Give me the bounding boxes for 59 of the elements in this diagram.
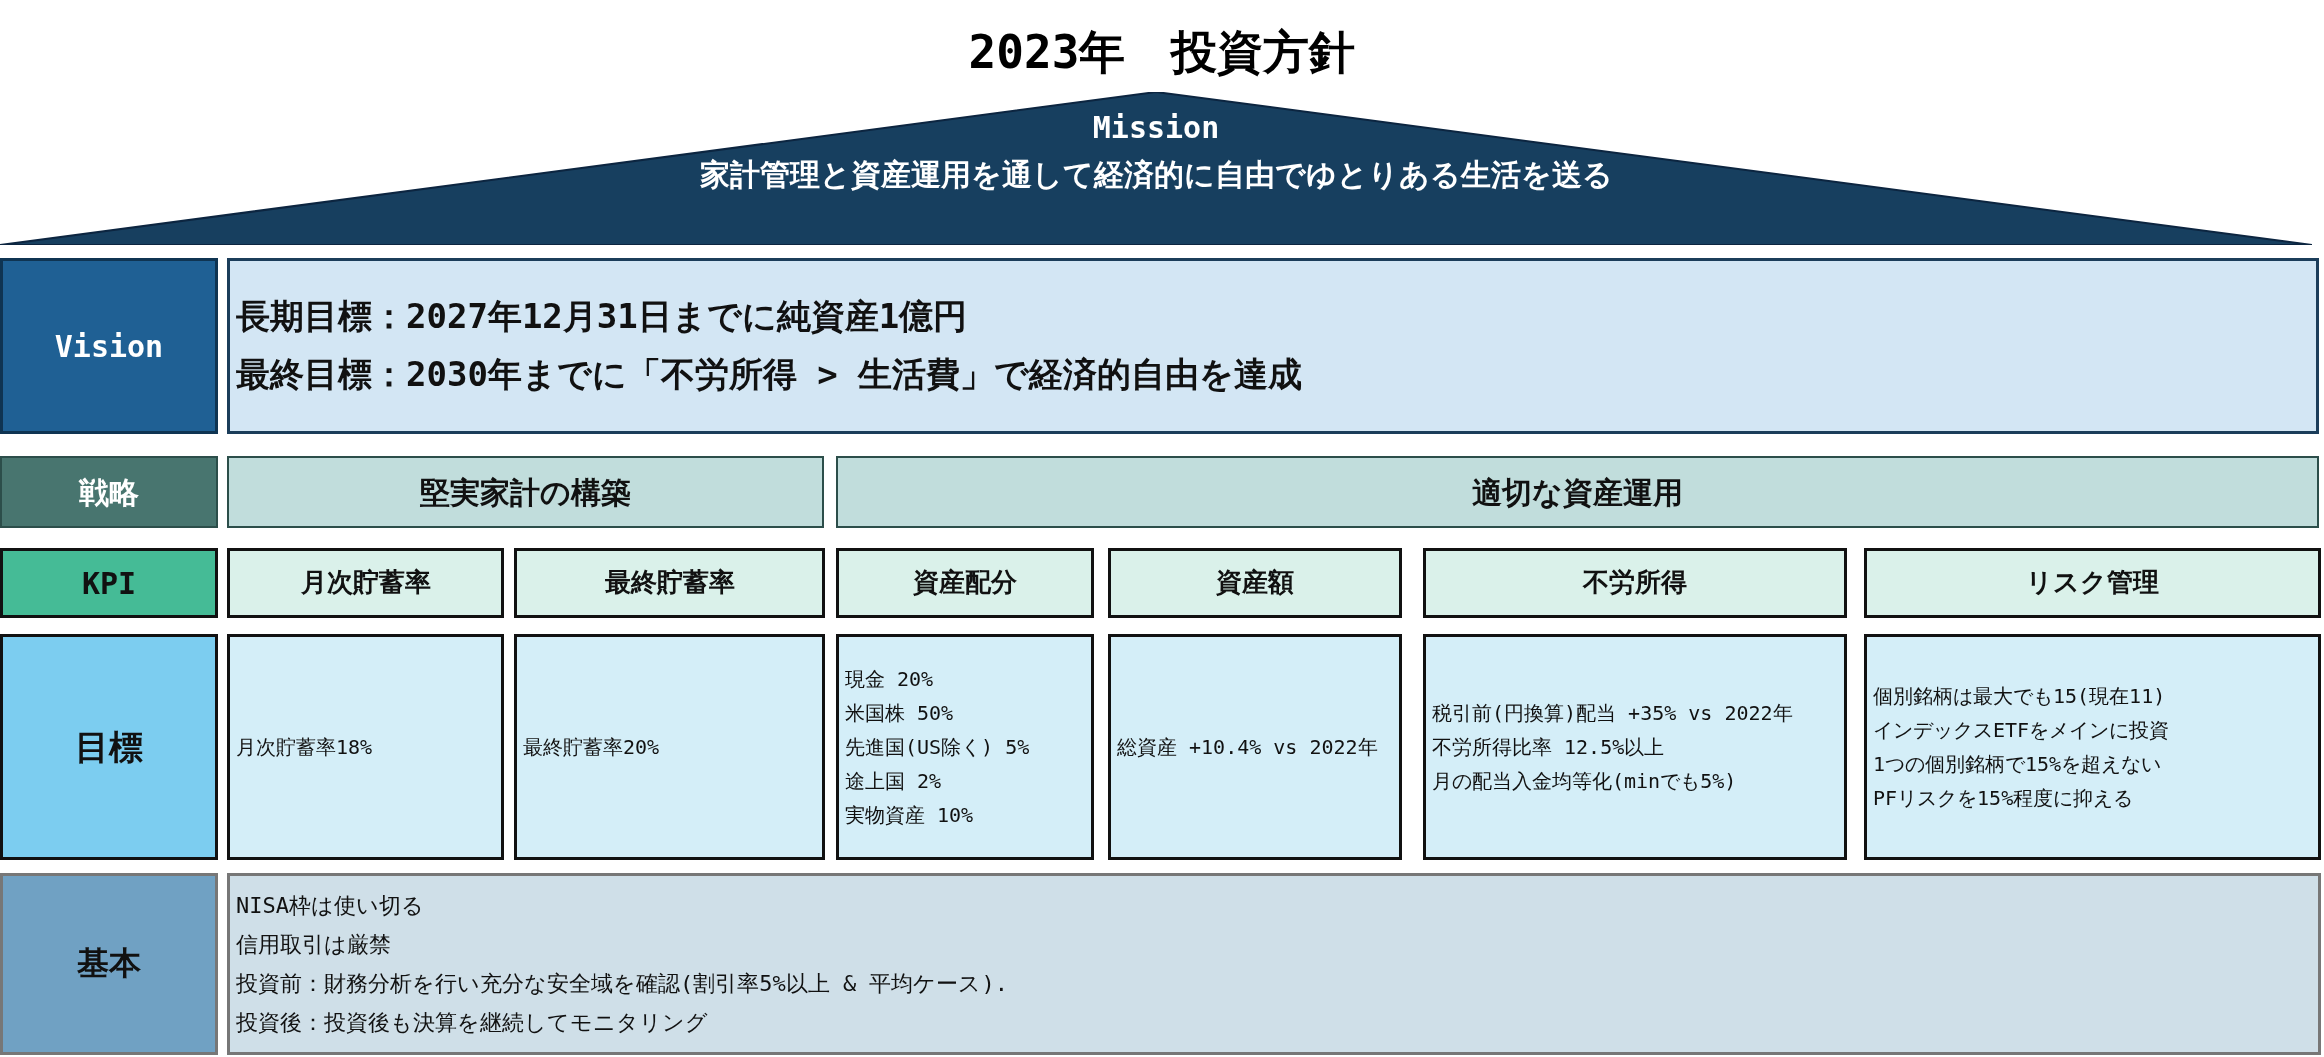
cell-text: 個別銘柄は最大でも15(現在11) bbox=[1873, 683, 2166, 710]
target-cell bbox=[836, 634, 1094, 860]
cell-text: 総資産 +10.4% vs 2022年 bbox=[1117, 734, 1378, 761]
cell-text: NISA枠は使い切る bbox=[236, 891, 424, 920]
cell-text: 最終目標：2030年までに「不労所得 > 生活費」で経済的自由を達成 bbox=[236, 353, 1303, 396]
cell-text: 月次貯蓄率18% bbox=[236, 734, 373, 761]
strategy-cell bbox=[227, 456, 824, 528]
cell-text: 信用取引は厳禁 bbox=[236, 930, 391, 959]
kpi-cell bbox=[227, 548, 504, 618]
cell-text: インデックスETFをメインに投資 bbox=[1873, 717, 2170, 744]
cell-heading: 目標 bbox=[75, 725, 143, 769]
cell-heading: 適切な資産運用 bbox=[1472, 473, 1683, 512]
cell-heading: KPI bbox=[81, 564, 137, 603]
cell-heading: 不労所得 bbox=[1583, 566, 1687, 600]
mission-text: 家計管理と資産運用を通して経済的に自由でゆとりある生活を送る bbox=[699, 156, 1613, 194]
cell-text: PFリスクを15%程度に抑える bbox=[1873, 785, 2134, 812]
cell-heading: Vision bbox=[54, 327, 164, 366]
cell-heading: 戦略 bbox=[79, 473, 139, 512]
row-header bbox=[0, 258, 218, 434]
vision-panel bbox=[227, 258, 2319, 434]
row-header bbox=[0, 456, 218, 528]
cell-heading: 最終貯蓄率 bbox=[604, 566, 735, 600]
cell-heading: 堅実家計の構築 bbox=[420, 473, 631, 512]
cell-text: 税引前(円換算)配当 +35% vs 2022年 bbox=[1432, 700, 1793, 727]
row-header bbox=[0, 873, 218, 1055]
cell-text: 不労所得比率 12.5%以上 bbox=[1432, 734, 1665, 761]
cell-text: 現金 20% bbox=[845, 666, 934, 693]
cell-text: 1つの個別銘柄で15%を超えない bbox=[1873, 751, 2162, 778]
cell-text: 投資前：財務分析を行い充分な安全域を確認(割引率5%以上 & 平均ケース). bbox=[236, 970, 1008, 998]
row-header bbox=[0, 548, 218, 618]
cell-text: 実物資産 10% bbox=[845, 802, 974, 829]
cell-text: 先進国(US除く) 5% bbox=[845, 734, 1030, 761]
target-cell bbox=[1864, 634, 2321, 860]
mission-text: Mission bbox=[1092, 109, 1220, 147]
basics-panel bbox=[227, 873, 2321, 1055]
row-header bbox=[0, 634, 218, 860]
cell-text: 最終貯蓄率20% bbox=[523, 734, 660, 761]
kpi-cell bbox=[836, 548, 1094, 618]
cell-heading: リスク管理 bbox=[2026, 566, 2159, 600]
kpi-cell bbox=[1108, 548, 1402, 618]
cell-text: 長期目標：2027年12月31日までに純資産1億円 bbox=[236, 295, 968, 339]
mission-roof bbox=[0, 92, 2312, 245]
target-cell bbox=[1108, 634, 1402, 860]
cell-text: 米国株 50% bbox=[845, 700, 954, 727]
target-cell bbox=[514, 634, 825, 860]
cell-text: 途上国 2% bbox=[845, 768, 942, 795]
cell-heading: 資産額 bbox=[1216, 566, 1294, 600]
kpi-cell bbox=[1864, 548, 2321, 618]
cell-text: 月の配当入金均等化(minでも5%) bbox=[1432, 768, 1737, 795]
target-cell bbox=[1423, 634, 1847, 860]
cell-heading: 資産配分 bbox=[913, 566, 1017, 600]
strategy-cell bbox=[836, 456, 2319, 528]
kpi-cell bbox=[514, 548, 825, 618]
cell-heading: 月次貯蓄率 bbox=[300, 566, 431, 600]
kpi-cell bbox=[1423, 548, 1847, 618]
cell-text: 投資後：投資後も決算を継続してモニタリング bbox=[236, 1009, 708, 1038]
target-cell bbox=[227, 634, 504, 860]
diagram-title: 2023年 投資方針 bbox=[967, 24, 1357, 81]
cell-heading: 基本 bbox=[77, 943, 141, 985]
